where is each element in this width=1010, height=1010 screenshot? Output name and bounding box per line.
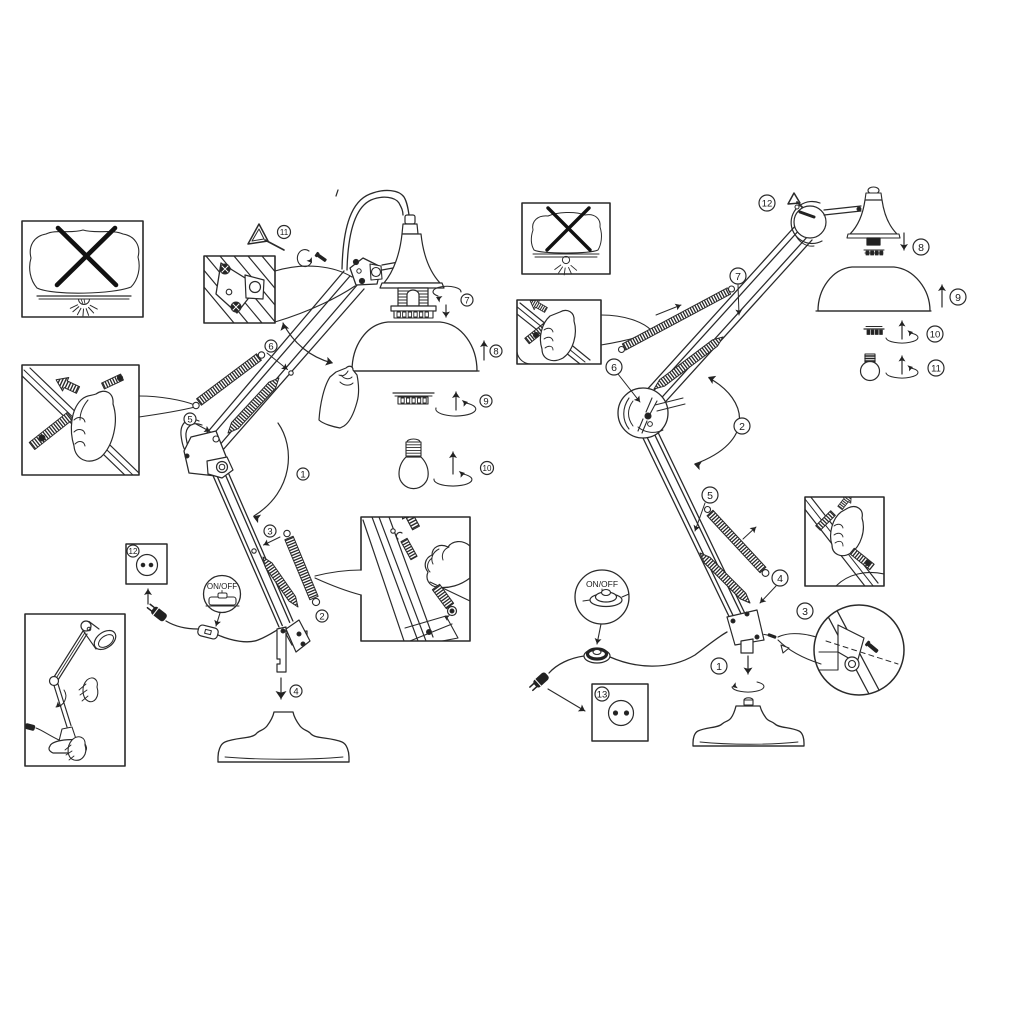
svg-text:10: 10 bbox=[483, 464, 492, 473]
svg-text:11: 11 bbox=[280, 228, 289, 237]
svg-text:10: 10 bbox=[930, 329, 941, 340]
svg-text:11: 11 bbox=[931, 363, 941, 374]
svg-text:12: 12 bbox=[129, 547, 138, 556]
svg-text:6: 6 bbox=[611, 362, 617, 374]
svg-text:9: 9 bbox=[483, 396, 488, 407]
svg-text:8: 8 bbox=[918, 242, 924, 254]
svg-text:8: 8 bbox=[493, 346, 498, 357]
svg-text:7: 7 bbox=[464, 295, 469, 306]
svg-text:9: 9 bbox=[955, 292, 961, 304]
svg-text:4: 4 bbox=[777, 573, 783, 585]
svg-text:5: 5 bbox=[707, 490, 713, 502]
svg-text:4: 4 bbox=[293, 686, 298, 697]
svg-text:13: 13 bbox=[597, 689, 608, 700]
svg-text:ON/OFF: ON/OFF bbox=[207, 582, 237, 591]
svg-text:3: 3 bbox=[267, 526, 272, 537]
svg-text:5: 5 bbox=[187, 414, 192, 425]
svg-text:7: 7 bbox=[735, 271, 741, 283]
svg-text:2: 2 bbox=[739, 421, 745, 433]
svg-text:ON/OFF: ON/OFF bbox=[586, 579, 618, 589]
svg-text:3: 3 bbox=[802, 606, 808, 618]
svg-text:1: 1 bbox=[716, 661, 722, 673]
svg-text:2: 2 bbox=[319, 611, 324, 622]
svg-text:12: 12 bbox=[762, 198, 773, 209]
svg-text:6: 6 bbox=[268, 341, 273, 352]
svg-text:1: 1 bbox=[300, 469, 305, 480]
